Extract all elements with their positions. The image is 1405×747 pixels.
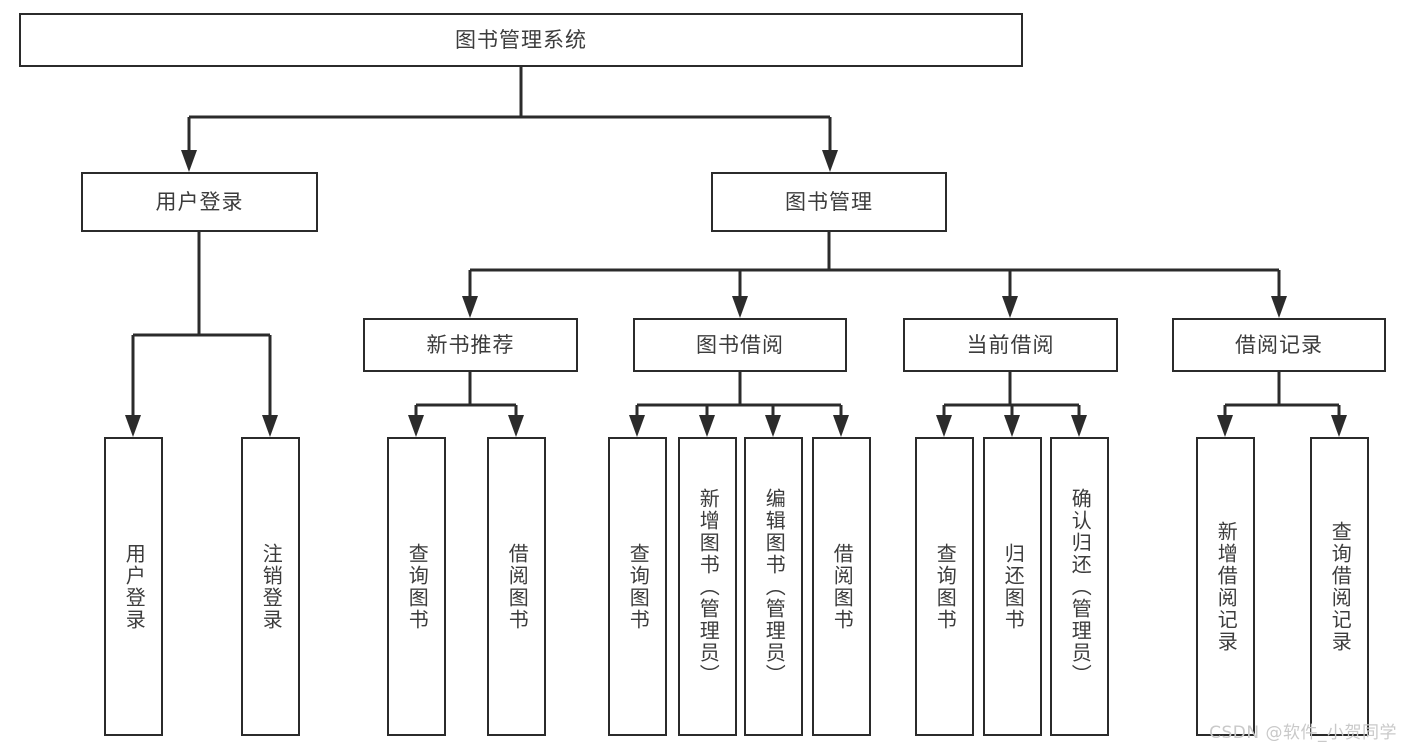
node-leaf-2[interactable]: 注销登录: [241, 437, 300, 736]
arrow-head-current-1: [1004, 415, 1020, 437]
node-leaf-13[interactable]: 查询借阅记录: [1310, 437, 1369, 736]
node-label: 编辑图书（管理员）: [762, 487, 787, 686]
node-label: 查询借阅记录: [1328, 520, 1353, 653]
node-label: 新增借阅记录: [1214, 520, 1239, 653]
arrow-head-records-0: [1217, 415, 1233, 437]
node-label: 注销登录: [259, 542, 284, 631]
node-leaf-3[interactable]: 查询图书: [387, 437, 446, 736]
node-label: 用户登录: [122, 542, 147, 631]
arrow-head-newbook-1: [508, 415, 524, 437]
arrow-head-bookmgmt-1: [732, 296, 748, 318]
node-leaf-5[interactable]: 查询图书: [608, 437, 667, 736]
node-leaf-4[interactable]: 借阅图书: [487, 437, 546, 736]
node-label: 当前借阅: [966, 332, 1055, 357]
node-leaf-6[interactable]: 新增图书（管理员）: [678, 437, 737, 736]
arrow-head-bookmgmt-2: [1002, 296, 1018, 318]
arrow-head-borrow-3: [833, 415, 849, 437]
node-label: 查询图书: [626, 542, 651, 631]
node-label: 确认归还（管理员）: [1068, 487, 1093, 686]
arrow-head-bookmgmt-0: [462, 296, 478, 318]
arrow-head-current-0: [936, 415, 952, 437]
node-label: 新增图书（管理员）: [696, 487, 721, 686]
arrow-head-login-0: [125, 415, 141, 437]
node-label: 借阅图书: [830, 542, 855, 631]
arrow-head-bookmgmt-3: [1271, 296, 1287, 318]
node-leaf-8[interactable]: 借阅图书: [812, 437, 871, 736]
arrow-head-newbook-0: [408, 415, 424, 437]
node-label: 查询图书: [933, 542, 958, 631]
node-label: 图书借阅: [696, 332, 784, 357]
arrow-head-current-2: [1071, 415, 1087, 437]
arrow-head-borrow-2: [765, 415, 781, 437]
node-leaf-10[interactable]: 归还图书: [983, 437, 1042, 736]
node-label: 用户登录: [155, 189, 244, 214]
watermark: CSDN @软件_小贺同学: [1209, 723, 1397, 743]
node-newbook[interactable]: 新书推荐: [363, 318, 578, 372]
node-root[interactable]: 图书管理系统: [19, 13, 1023, 67]
node-leaf-7[interactable]: 编辑图书（管理员）: [744, 437, 803, 736]
node-label: 查询图书: [405, 542, 430, 631]
node-login[interactable]: 用户登录: [81, 172, 318, 232]
arrow-head-root-0: [181, 150, 197, 172]
node-label: 归还图书: [1001, 542, 1026, 631]
node-records[interactable]: 借阅记录: [1172, 318, 1386, 372]
node-label: 图书管理: [785, 189, 873, 214]
node-leaf-1[interactable]: 用户登录: [104, 437, 163, 736]
arrow-head-borrow-0: [629, 415, 645, 437]
arrow-head-records-1: [1331, 415, 1347, 437]
arrow-head-root-1: [822, 150, 838, 172]
node-label: 图书管理系统: [455, 27, 587, 52]
arrow-head-login-1: [262, 415, 278, 437]
node-leaf-11[interactable]: 确认归还（管理员）: [1050, 437, 1109, 736]
node-borrow[interactable]: 图书借阅: [633, 318, 847, 372]
node-leaf-9[interactable]: 查询图书: [915, 437, 974, 736]
arrow-head-borrow-1: [699, 415, 715, 437]
node-label: 借阅图书: [505, 542, 530, 631]
node-label: 新书推荐: [426, 332, 515, 357]
node-label: 借阅记录: [1235, 332, 1323, 357]
node-current[interactable]: 当前借阅: [903, 318, 1118, 372]
node-bookmgmt[interactable]: 图书管理: [711, 172, 947, 232]
node-leaf-12[interactable]: 新增借阅记录: [1196, 437, 1255, 736]
